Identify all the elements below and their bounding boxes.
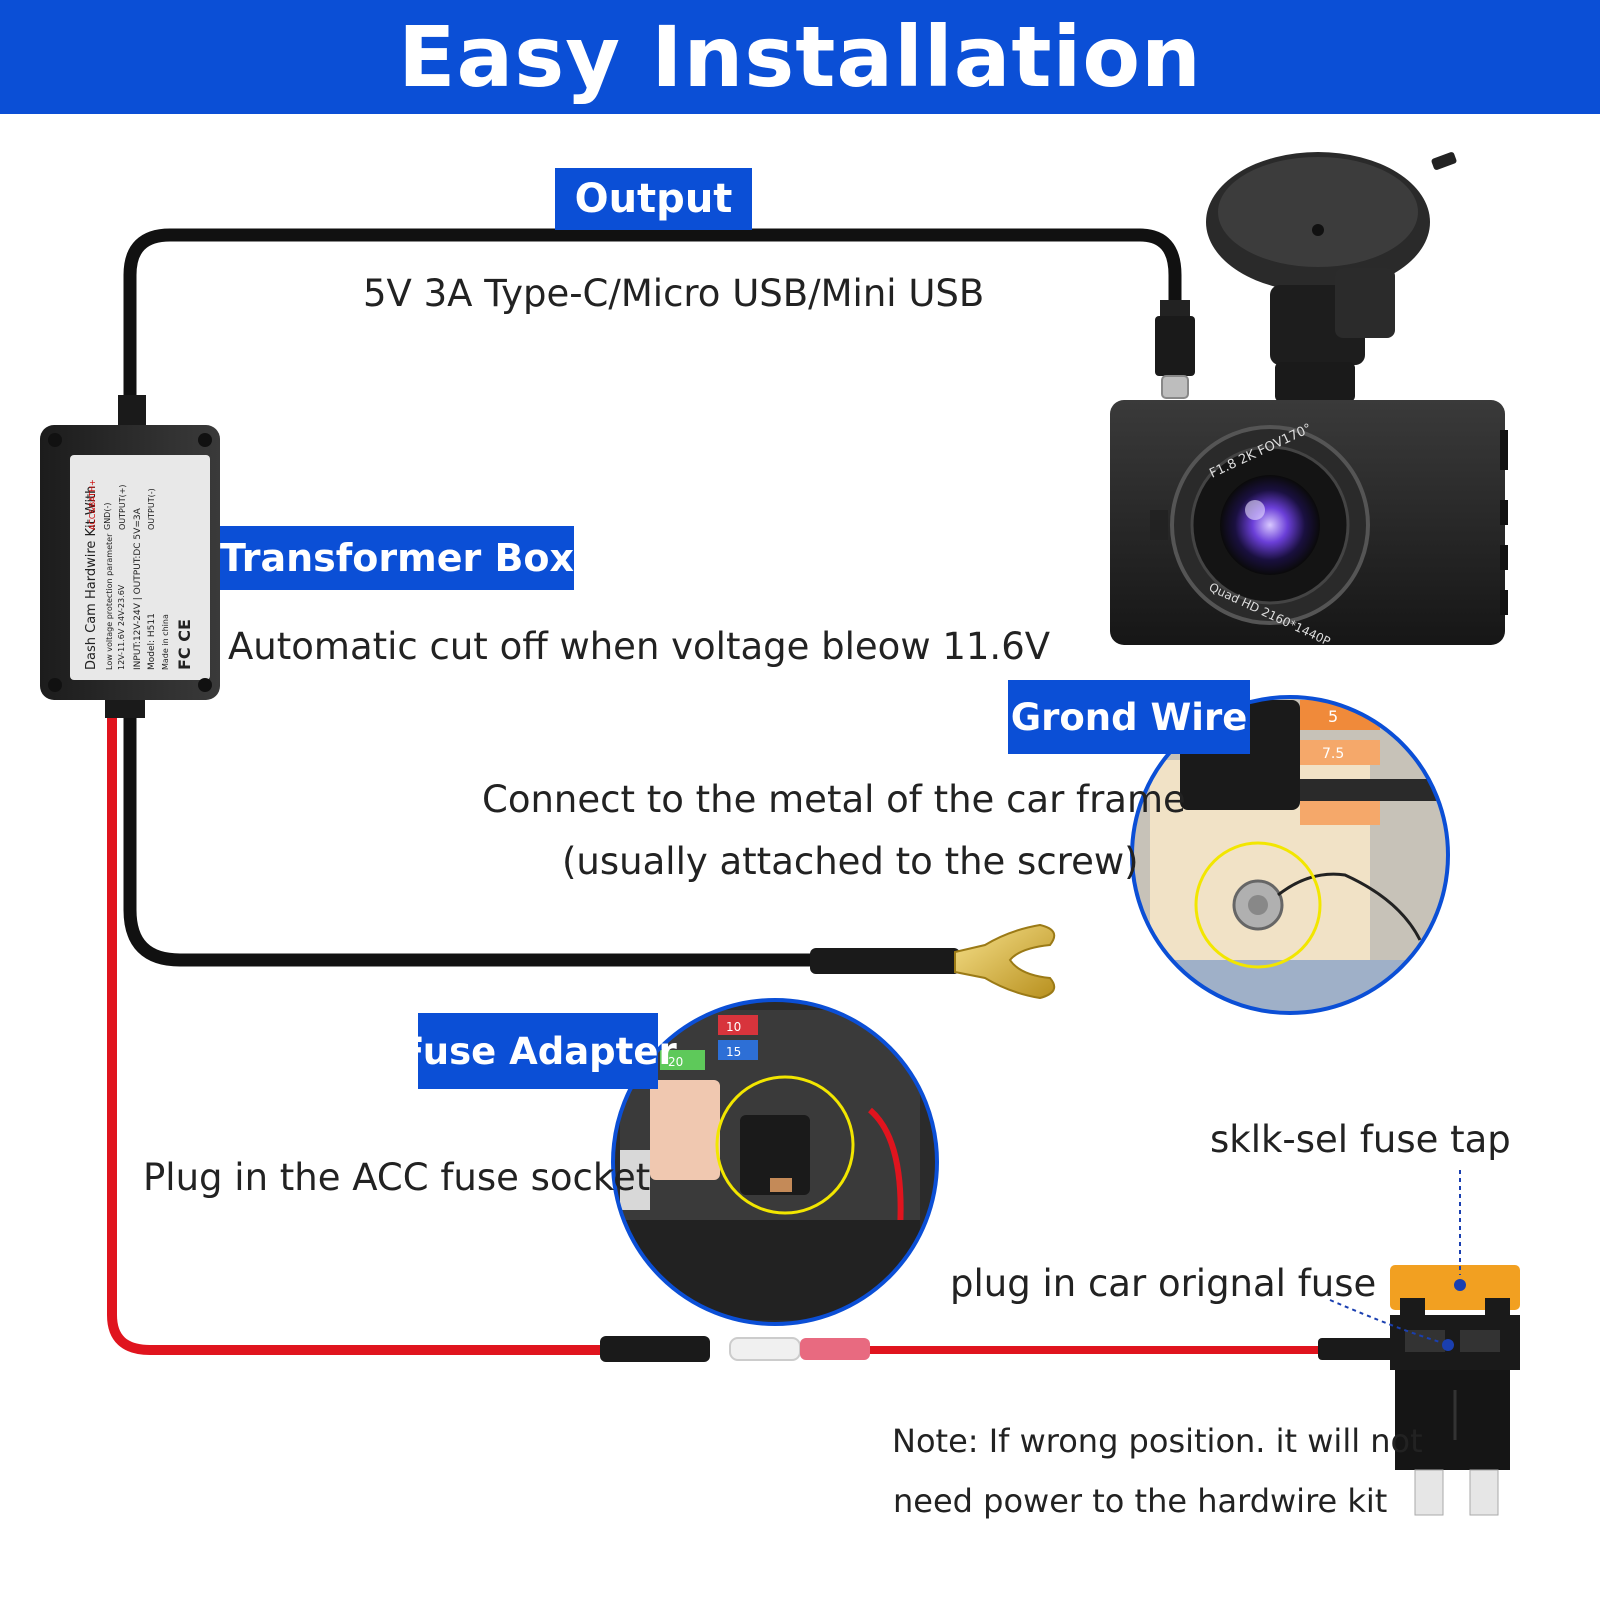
butt-connector xyxy=(729,1337,801,1361)
fuse-photo: 10 15 20 xyxy=(613,1000,937,1324)
dash-camera-icon: F1.8 2K FOV170° Quad HD 2160*1440P xyxy=(1110,152,1508,649)
fuse-label-5: 5 xyxy=(1328,707,1338,726)
ground-instruction-line1: Connect to the metal of the car frame xyxy=(482,778,1186,821)
ground-highlight-ring xyxy=(1194,841,1322,969)
acc-power-cable xyxy=(107,685,605,1355)
box-print-line5: Model: H511 xyxy=(147,613,157,670)
box-print-line2: Low voltage protection parameter xyxy=(105,533,114,670)
output-cable xyxy=(123,228,1182,407)
fuse-highlight-ring xyxy=(715,1075,855,1215)
title-banner: Easy Installation xyxy=(0,0,1600,114)
fuse-tap-leader-dot xyxy=(1454,1279,1466,1291)
output-label: Output xyxy=(555,168,752,230)
box-print-line3: 12V-11.6V 24V-23.6V xyxy=(117,584,126,670)
fork-terminal-icon xyxy=(954,923,1056,1000)
original-fuse-leader xyxy=(1329,1299,1441,1343)
fuse-tap-caption: sklk-sel fuse tap xyxy=(1210,1118,1511,1161)
note-line1: Note: If wrong position. it will not xyxy=(892,1422,1423,1460)
ground-heatshrink xyxy=(810,948,960,974)
fuse-socket-instruction: Plug in the ACC fuse socket xyxy=(143,1156,651,1199)
fuse-adapter-label: Fuse Adapter xyxy=(399,1013,677,1089)
usb-c-plug-icon xyxy=(1155,300,1195,399)
box-print-out-pos: OUTPUT(+) xyxy=(118,484,127,530)
box-print-line4: INPUT:12V-24V | OUTPUT:DC 5V=3A xyxy=(133,507,143,670)
box-print-gnd: GND(-) xyxy=(103,503,112,530)
fuse-label-20: 20 xyxy=(668,1055,683,1069)
fuse-label-15: 15 xyxy=(726,1045,741,1059)
ground-photo-frame xyxy=(1130,695,1450,1015)
original-fuse-caption: plug in car orignal fuse xyxy=(950,1262,1377,1305)
transformer-box-label: Transformer Box xyxy=(220,526,574,590)
ground-instruction-line2: (usually attached to the screw) xyxy=(562,840,1139,883)
inline-fuse-holder xyxy=(600,1336,710,1362)
transformer-box-icon: Dash Cam Hardwire Kit With Low voltage p… xyxy=(40,395,220,718)
fuse-label-7-5: 7.5 xyxy=(1322,746,1344,762)
box-print-out-neg: OUTPUT(-) xyxy=(147,488,156,530)
ground-cable xyxy=(123,683,827,967)
box-print-line1: Dash Cam Hardwire Kit With xyxy=(84,486,99,670)
box-print-line6: Made in china xyxy=(161,614,170,670)
output-spec-text: 5V 3A Type-C/Micro USB/Mini USB xyxy=(363,272,985,315)
butt-connector-sleeve xyxy=(800,1338,870,1360)
note-line2: need power to the hardwire kit xyxy=(893,1482,1388,1520)
original-fuse-leader-dot xyxy=(1442,1339,1454,1351)
fuse-label-10: 10 xyxy=(726,1020,741,1034)
page-title: Easy Installation xyxy=(398,8,1202,106)
fuse-photo-frame xyxy=(611,998,939,1326)
fuse-tap-icon xyxy=(1390,1265,1520,1516)
ground-wire-label: Grond Wire xyxy=(1008,680,1250,754)
box-cert-marks: FC CE xyxy=(175,619,194,670)
box-print-acc: ACC&BATH+ xyxy=(88,479,97,530)
transformer-cutoff-text: Automatic cut off when voltage bleow 11.… xyxy=(228,625,1051,668)
